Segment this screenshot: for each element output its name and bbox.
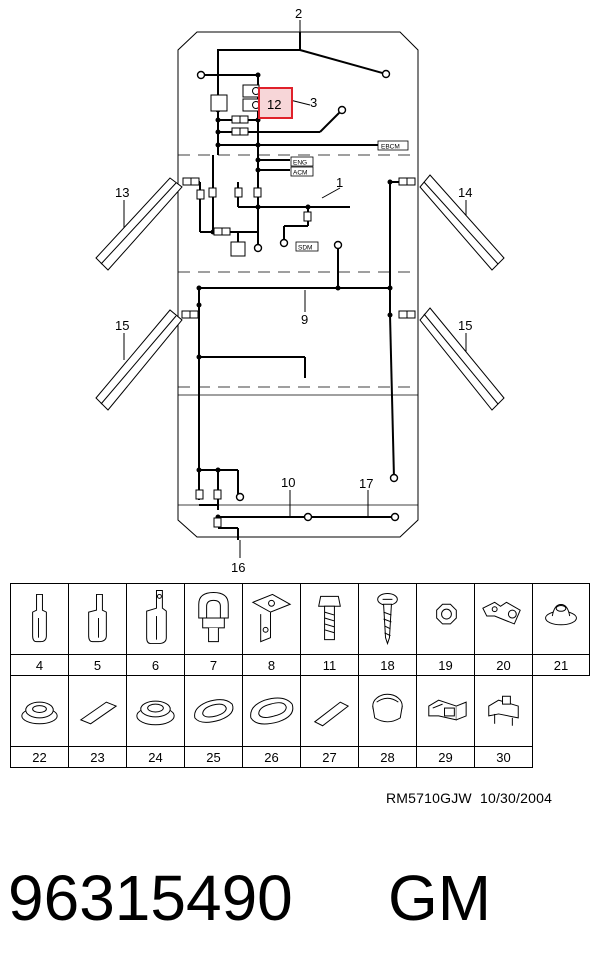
part-number-21: 21 xyxy=(533,654,589,677)
part-cell-18: 18 xyxy=(358,583,417,676)
callout-14: 14 xyxy=(458,185,472,200)
part-number-4: 4 xyxy=(11,654,68,677)
connector-icon xyxy=(428,699,467,721)
vehicle-outline xyxy=(177,31,419,538)
part-number-19: 19 xyxy=(417,654,474,677)
oval-grommet-icon xyxy=(194,699,234,723)
callout-16: 16 xyxy=(231,560,245,575)
callout-15-left: 15 xyxy=(115,318,129,333)
door-harnesses xyxy=(95,174,505,411)
part-cell-22: 22 xyxy=(10,675,69,768)
part-number-30: 30 xyxy=(475,746,532,769)
part-number-title: 96315490 xyxy=(8,862,293,934)
part-number-5: 5 xyxy=(69,654,126,677)
angle-bracket-icon xyxy=(251,593,292,643)
callout-1: 1 xyxy=(336,175,343,190)
part-cell-25: 25 xyxy=(184,675,243,768)
splice-points xyxy=(196,72,393,520)
part-number-23: 23 xyxy=(69,746,126,769)
callout-9: 9 xyxy=(301,312,308,327)
part-cell-7: 7 xyxy=(184,583,243,676)
part-number-18: 18 xyxy=(359,654,416,677)
oval-grommet-icon xyxy=(250,697,294,725)
grommet-icon xyxy=(21,701,58,725)
bolt-icon xyxy=(318,595,341,641)
tag-ebcm: EBCM xyxy=(381,144,400,151)
part-number-28: 28 xyxy=(359,746,416,769)
ground-terminal-icon xyxy=(482,601,521,625)
tape-icon xyxy=(79,701,118,725)
cap-icon xyxy=(372,693,403,723)
tag-sdm: SDM xyxy=(298,245,312,252)
part-cell-21: 21 xyxy=(532,583,590,676)
part-number-25: 25 xyxy=(185,746,242,769)
callout-13: 13 xyxy=(115,185,129,200)
clip-bracket-icon xyxy=(88,593,107,643)
leader-lines xyxy=(123,20,467,558)
part-cell-20: 20 xyxy=(474,583,533,676)
screw-icon xyxy=(377,592,398,646)
part-number-24: 24 xyxy=(127,746,184,769)
part-cell-4: 4 xyxy=(10,583,69,676)
callout-2: 2 xyxy=(295,6,302,21)
ground-eyelets xyxy=(196,69,400,522)
part-cell-11: 11 xyxy=(300,583,359,676)
brand-title: GM xyxy=(388,862,492,934)
parts-grid: 4 5 6 7 8 xyxy=(10,583,590,769)
tag-acm: ACM xyxy=(293,170,307,177)
part-cell-8: 8 xyxy=(242,583,301,676)
callout-15-right: 15 xyxy=(458,318,472,333)
document-reference: RM5710GJW 10/30/2004 xyxy=(386,790,553,806)
part-cell-26: 26 xyxy=(242,675,301,768)
harness-clip-icon xyxy=(198,591,229,643)
inline-connectors xyxy=(181,115,416,528)
part-cell-23: 23 xyxy=(68,675,127,768)
part-cell-27: 27 xyxy=(300,675,359,768)
part-cell-24: 24 xyxy=(126,675,185,768)
callout-3: 3 xyxy=(310,95,317,110)
part-number-11: 11 xyxy=(301,654,358,677)
part-cell-19: 19 xyxy=(416,583,475,676)
tag-eng: ENG xyxy=(293,160,307,167)
clip-bracket-icon xyxy=(32,593,47,643)
part-number-6: 6 xyxy=(127,654,184,677)
part-cell-28: 28 xyxy=(358,675,417,768)
part-number-8: 8 xyxy=(243,654,300,677)
grommet-icon xyxy=(136,700,175,726)
highlight-box-12 xyxy=(258,87,293,119)
plug-icon xyxy=(545,604,577,626)
clip-bracket-icon xyxy=(146,590,167,645)
callout-10: 10 xyxy=(281,475,295,490)
part-number-22: 22 xyxy=(11,746,68,769)
part-cell-5: 5 xyxy=(68,583,127,676)
nut-icon xyxy=(436,603,457,625)
connector-icon xyxy=(488,695,519,726)
callout-12: 12 xyxy=(267,97,281,112)
part-number-26: 26 xyxy=(243,746,300,769)
part-number-29: 29 xyxy=(417,746,474,769)
part-number-27: 27 xyxy=(301,746,358,769)
modules xyxy=(210,84,260,257)
part-number-20: 20 xyxy=(475,654,532,677)
part-number-7: 7 xyxy=(185,654,242,677)
part-cell-30: 30 xyxy=(474,675,533,768)
wiring-harness-diagram: EBCM ENG ACM SDM 1 2 3 9 10 12 13 14 15 … xyxy=(95,6,505,575)
part-cell-29: 29 xyxy=(416,675,475,768)
callout-17: 17 xyxy=(359,476,373,491)
tape-icon xyxy=(313,701,350,727)
part-cell-6: 6 xyxy=(126,583,185,676)
connector-tags xyxy=(290,140,409,252)
